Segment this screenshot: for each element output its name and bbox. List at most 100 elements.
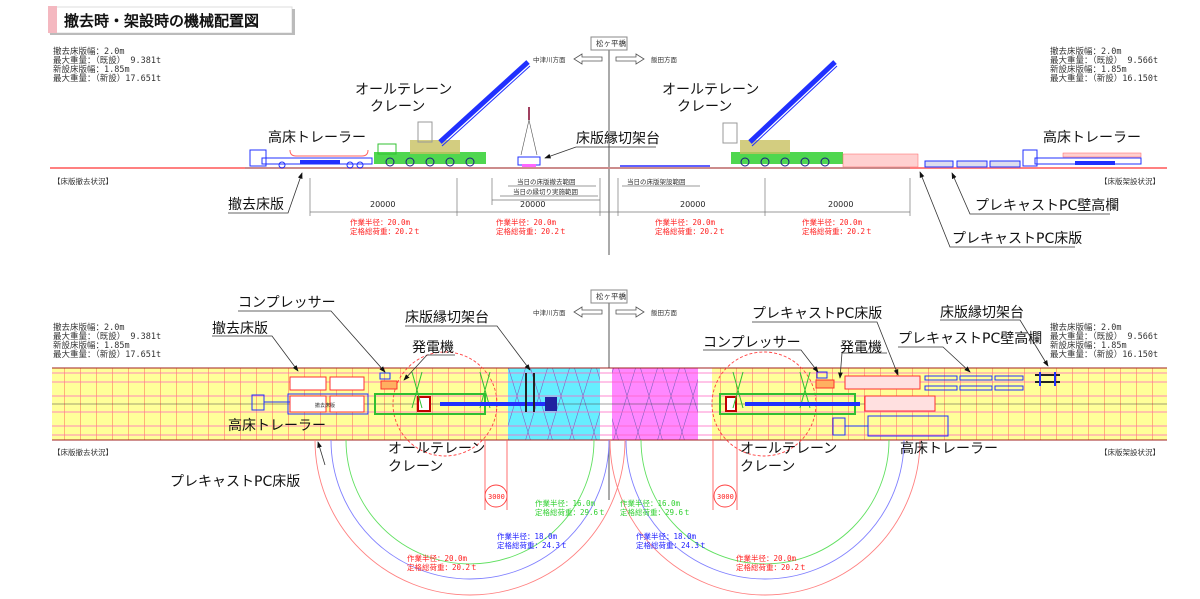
- page-title: 撤去時・架設時の機械配置図: [64, 12, 259, 30]
- direction-left: 中津川方面: [533, 55, 566, 64]
- svg-text:定格総荷重：20.2ｔ: 定格総荷重：20.2ｔ: [407, 562, 478, 572]
- generator-plan: [380, 380, 398, 390]
- edge-cut-stand-plan-right: [1035, 372, 1060, 386]
- label-trailer-left-plan: 高床トレーラー: [228, 417, 326, 434]
- arrow-left-icon: [573, 53, 603, 65]
- label-pc-slab-right: プレキャストPC床版: [752, 306, 882, 322]
- label-generator-right: 発電機: [840, 340, 882, 356]
- compressor-plan-right: [816, 371, 828, 379]
- title-accent: [48, 6, 57, 33]
- status-removal-bottom: 【床版撤去状況】: [53, 447, 113, 457]
- svg-text:最大重量：（既設） 9.566t: 最大重量：（既設） 9.566t: [1050, 55, 1158, 66]
- label-crane-left-plan-1: オールテレーン: [388, 441, 485, 457]
- arc-right-18m: [625, 439, 905, 580]
- pc-railing-elevation: [924, 160, 1021, 168]
- svg-text:作業半径：20.0m: 作業半径：20.0m: [350, 217, 411, 227]
- edge-cut-stand-elevation: [517, 107, 541, 167]
- svg-text:作業半径：16.0m: 作業半径：16.0m: [620, 498, 681, 508]
- range-cut-today: 当日の縁切り実施範囲: [513, 187, 578, 196]
- info-left-top: 撤去床版幅：2.0m 最大重量：（既設） 9.381t 新設床版幅：1.85m …: [53, 46, 161, 84]
- svg-text:撤去床版幅：2.0m: 撤去床版幅：2.0m: [53, 322, 124, 333]
- svg-text:新設床版幅：1.85m: 新設床版幅：1.85m: [53, 340, 130, 351]
- svg-text:作業半径：20.0m: 作業半径：20.0m: [802, 217, 863, 227]
- dimension-lines: [309, 178, 911, 216]
- status-install-bottom: 【床版架設状況】: [1100, 447, 1160, 457]
- label-crane-right-plan-1: オールテレーン: [740, 441, 837, 457]
- range-removal-today: 当日の床版撤去範囲: [517, 177, 576, 186]
- label-compressor-right: コンプレッサー: [703, 335, 801, 351]
- svg-text:定格総荷重：24.3ｔ: 定格総荷重：24.3ｔ: [636, 540, 707, 550]
- dim-2: 20000: [520, 200, 545, 209]
- dim-3: 20000: [680, 200, 705, 209]
- direction-right: 飯田方面: [651, 55, 678, 64]
- pc-slab-plan-right: [844, 375, 936, 412]
- info-right-top: 撤去床版幅：2.0m 最大重量：（既設） 9.566t 新設床版幅：1.85m …: [1050, 46, 1158, 84]
- svg-text:定格総荷重：20.2ｔ: 定格総荷重：20.2ｔ: [655, 226, 726, 236]
- svg-text:作業半径：20.0m: 作業半径：20.0m: [496, 217, 557, 227]
- range-install-today: 当日の床版架設範囲: [627, 177, 686, 186]
- label-crane-right-plan-2: クレーン: [740, 459, 795, 475]
- slab-mark: 撤去床版: [315, 402, 335, 409]
- arrow-right-icon: [615, 53, 645, 65]
- label-pc-slab: プレキャストPC床版: [952, 231, 1082, 247]
- trailer-right-plan: [832, 415, 949, 437]
- arrow-right-icon: [615, 306, 645, 318]
- crane-left-elevation: [374, 60, 531, 167]
- label-edge-cut-stand: 床版縁切架台: [576, 131, 660, 147]
- svg-text:新設床版幅：1.85m: 新設床版幅：1.85m: [1050, 64, 1127, 75]
- bridge-name-bottom: 松ヶ平橋: [596, 291, 626, 301]
- dim-3000-right: 3000: [717, 493, 734, 501]
- label-pc-slab-left: プレキャストPC床版: [170, 474, 300, 490]
- svg-text:撤去床版幅：2.0m: 撤去床版幅：2.0m: [1050, 46, 1121, 57]
- pc-railing-plan-right: [924, 375, 1024, 391]
- dim-4: 20000: [828, 200, 853, 209]
- dim-3000-left: 3000: [488, 493, 505, 501]
- status-install-top: 【床版架設状況】: [1100, 176, 1160, 186]
- svg-text:定格総荷重：29.6ｔ: 定格総荷重：29.6ｔ: [535, 507, 606, 517]
- label-pc-railing: プレキャストPC壁高欄: [975, 197, 1119, 214]
- arrow-left-icon: [573, 306, 603, 318]
- svg-text:定格総荷重：24.3ｔ: 定格総荷重：24.3ｔ: [497, 540, 568, 550]
- svg-text:撤去床版幅：2.0m: 撤去床版幅：2.0m: [53, 46, 124, 57]
- removed-slab-plan: [289, 376, 365, 413]
- label-crane-right-2: クレーン: [677, 99, 732, 115]
- label-removed-slab: 撤去床版: [228, 197, 284, 213]
- svg-text:作業半径：20.0m: 作業半径：20.0m: [655, 217, 716, 227]
- svg-text:定格総荷重：20.2ｔ: 定格総荷重：20.2ｔ: [350, 226, 421, 236]
- crane-right-elevation: [722, 60, 919, 168]
- svg-text:最大重量：（新設）16.150t: 最大重量：（新設）16.150t: [1050, 73, 1158, 84]
- trailer-left-elevation: [249, 149, 373, 169]
- svg-text:撤去床版幅：2.0m: 撤去床版幅：2.0m: [1050, 322, 1121, 333]
- svg-text:作業半径：20.0m: 作業半径：20.0m: [407, 553, 468, 563]
- label-trailer-right-plan: 高床トレーラー: [900, 440, 998, 457]
- arc-left-18m: [330, 439, 610, 580]
- arc-left-16m: [345, 439, 595, 565]
- svg-text:最大重量：（新設）17.651t: 最大重量：（新設）17.651t: [53, 349, 161, 360]
- svg-text:最大重量：（既設） 9.381t: 最大重量：（既設） 9.381t: [53, 55, 161, 66]
- label-trailer-left: 高床トレーラー: [268, 129, 366, 146]
- svg-text:最大重量：（既設） 9.381t: 最大重量：（既設） 9.381t: [53, 331, 161, 342]
- svg-text:作業半径：16.0m: 作業半径：16.0m: [535, 498, 596, 508]
- svg-text:定格総荷重：29.6ｔ: 定格総荷重：29.6ｔ: [620, 507, 691, 517]
- installed-slab: [620, 165, 710, 167]
- svg-text:作業半径：20.0m: 作業半径：20.0m: [736, 553, 797, 563]
- label-trailer-right: 高床トレーラー: [1043, 129, 1141, 146]
- label-edge-cut-stand-left: 床版縁切架台: [405, 310, 489, 326]
- arc-right-20m: [609, 439, 921, 596]
- svg-text:定格総荷重：20.2ｔ: 定格総荷重：20.2ｔ: [736, 562, 807, 572]
- direction-right-bottom: 飯田方面: [651, 308, 678, 317]
- label-crane-right-1: オールテレーン: [662, 82, 759, 98]
- svg-text:作業半径：18.0m: 作業半径：18.0m: [497, 531, 558, 541]
- svg-text:作業半径：18.0m: 作業半径：18.0m: [636, 531, 697, 541]
- label-generator-left: 発電機: [412, 340, 454, 356]
- arc-right-16m: [640, 439, 890, 565]
- label-pc-railing-plan: プレキャストPC壁高欄: [898, 330, 1042, 347]
- bridge-name-box: [590, 36, 628, 51]
- arc-left-20m: [314, 439, 626, 596]
- svg-text:最大重量：（新設）16.150t: 最大重量：（新設）16.150t: [1050, 349, 1158, 360]
- label-crane-left-plan-2: クレーン: [388, 459, 443, 475]
